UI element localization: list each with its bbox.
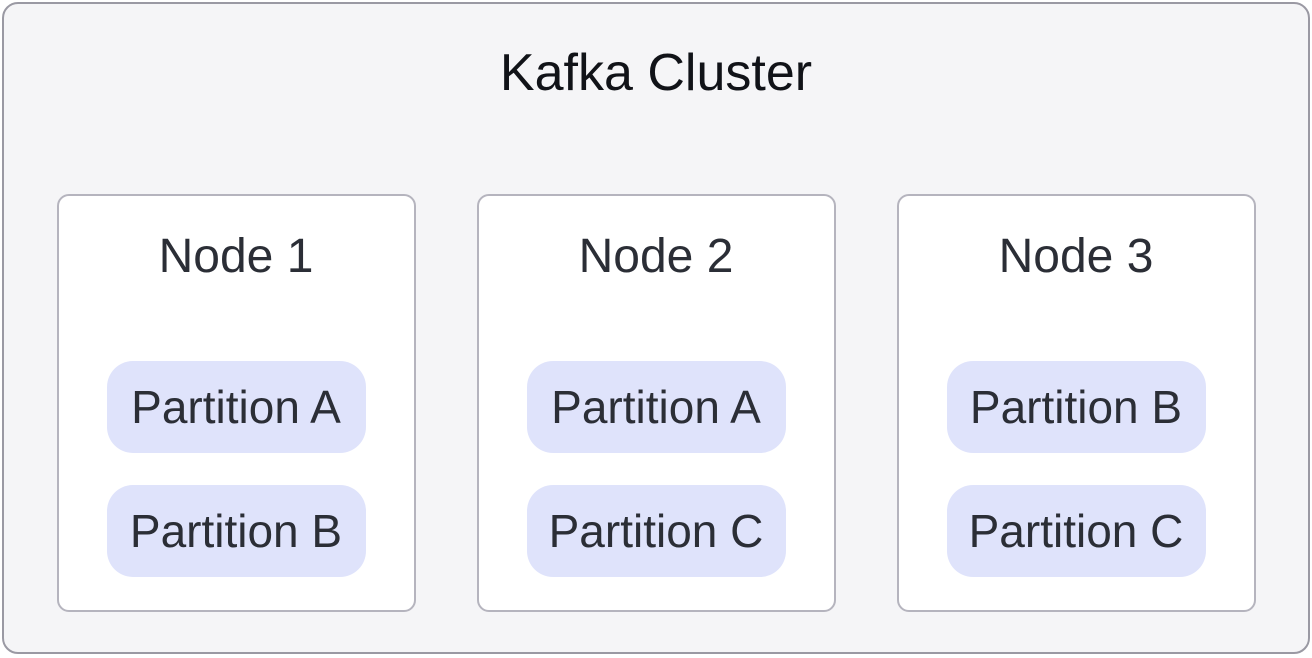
node-box-1: Node 1 Partition A Partition B [56,193,416,612]
partition-pill: Partition A [106,361,366,454]
node-title: Node 1 [158,229,314,283]
node-box-3: Node 3 Partition B Partition C [896,193,1256,612]
nodes-row: Node 1 Partition A Partition B Node 2 Pa… [4,193,1308,612]
partition-pill: Partition B [106,485,366,578]
node-title: Node 2 [578,229,734,283]
partition-pill: Partition B [946,361,1206,454]
partition-pill: Partition A [526,361,786,454]
partition-pill: Partition C [526,485,786,578]
partition-pill: Partition C [946,485,1206,578]
node-title: Node 3 [998,229,1154,283]
node-box-2: Node 2 Partition A Partition C [476,193,836,612]
diagram-title: Kafka Cluster [499,44,813,102]
